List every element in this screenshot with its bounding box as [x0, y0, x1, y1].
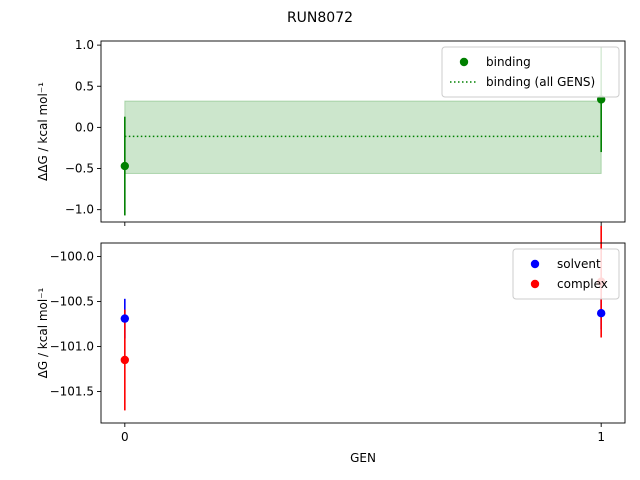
y-tick-label: −0.5 — [65, 162, 94, 176]
data-point-binding — [120, 161, 130, 171]
legend-label: binding — [486, 55, 531, 69]
y-tick-label: −101.5 — [50, 385, 94, 399]
y-tick-label: 1.0 — [75, 38, 94, 52]
data-point-solvent — [596, 309, 606, 318]
data-point-complex — [120, 355, 130, 365]
y-tick-label: −1.0 — [65, 203, 94, 217]
x-tick-label: 0 — [121, 430, 129, 444]
y-axis-label: ΔG / kcal mol⁻¹ — [36, 287, 50, 378]
legend-box — [512, 248, 620, 300]
uncertainty-band — [124, 100, 602, 174]
x-axis-label: GEN — [350, 451, 376, 465]
axes-frame — [100, 242, 626, 424]
legend-box — [441, 46, 620, 98]
y-tick-label: −100.0 — [50, 250, 94, 264]
y-tick-label: 0.0 — [75, 120, 94, 134]
figure-title: RUN8072 — [287, 10, 353, 26]
y-tick-label: 0.5 — [75, 79, 94, 93]
legend-label: complex — [557, 277, 608, 291]
axes-frame — [100, 40, 626, 223]
legend-marker-icon — [459, 57, 469, 67]
data-point-solvent — [120, 314, 130, 323]
legend-label: binding (all GENS) — [486, 75, 595, 89]
legend-label: solvent — [557, 257, 601, 271]
y-axis-label: ΔΔG / kcal mol⁻¹ — [36, 82, 50, 181]
y-tick-label: −101.0 — [50, 340, 94, 354]
legend-marker-icon — [530, 279, 540, 289]
bottom-panel: −101.5 −101.0 −100.5 −100.0 0 1 ΔG / kcal mol⁻… — [36, 225, 626, 444]
legend-marker-icon — [530, 259, 540, 269]
x-tick-label: 1 — [597, 430, 605, 444]
y-tick-label: −100.5 — [50, 295, 94, 309]
